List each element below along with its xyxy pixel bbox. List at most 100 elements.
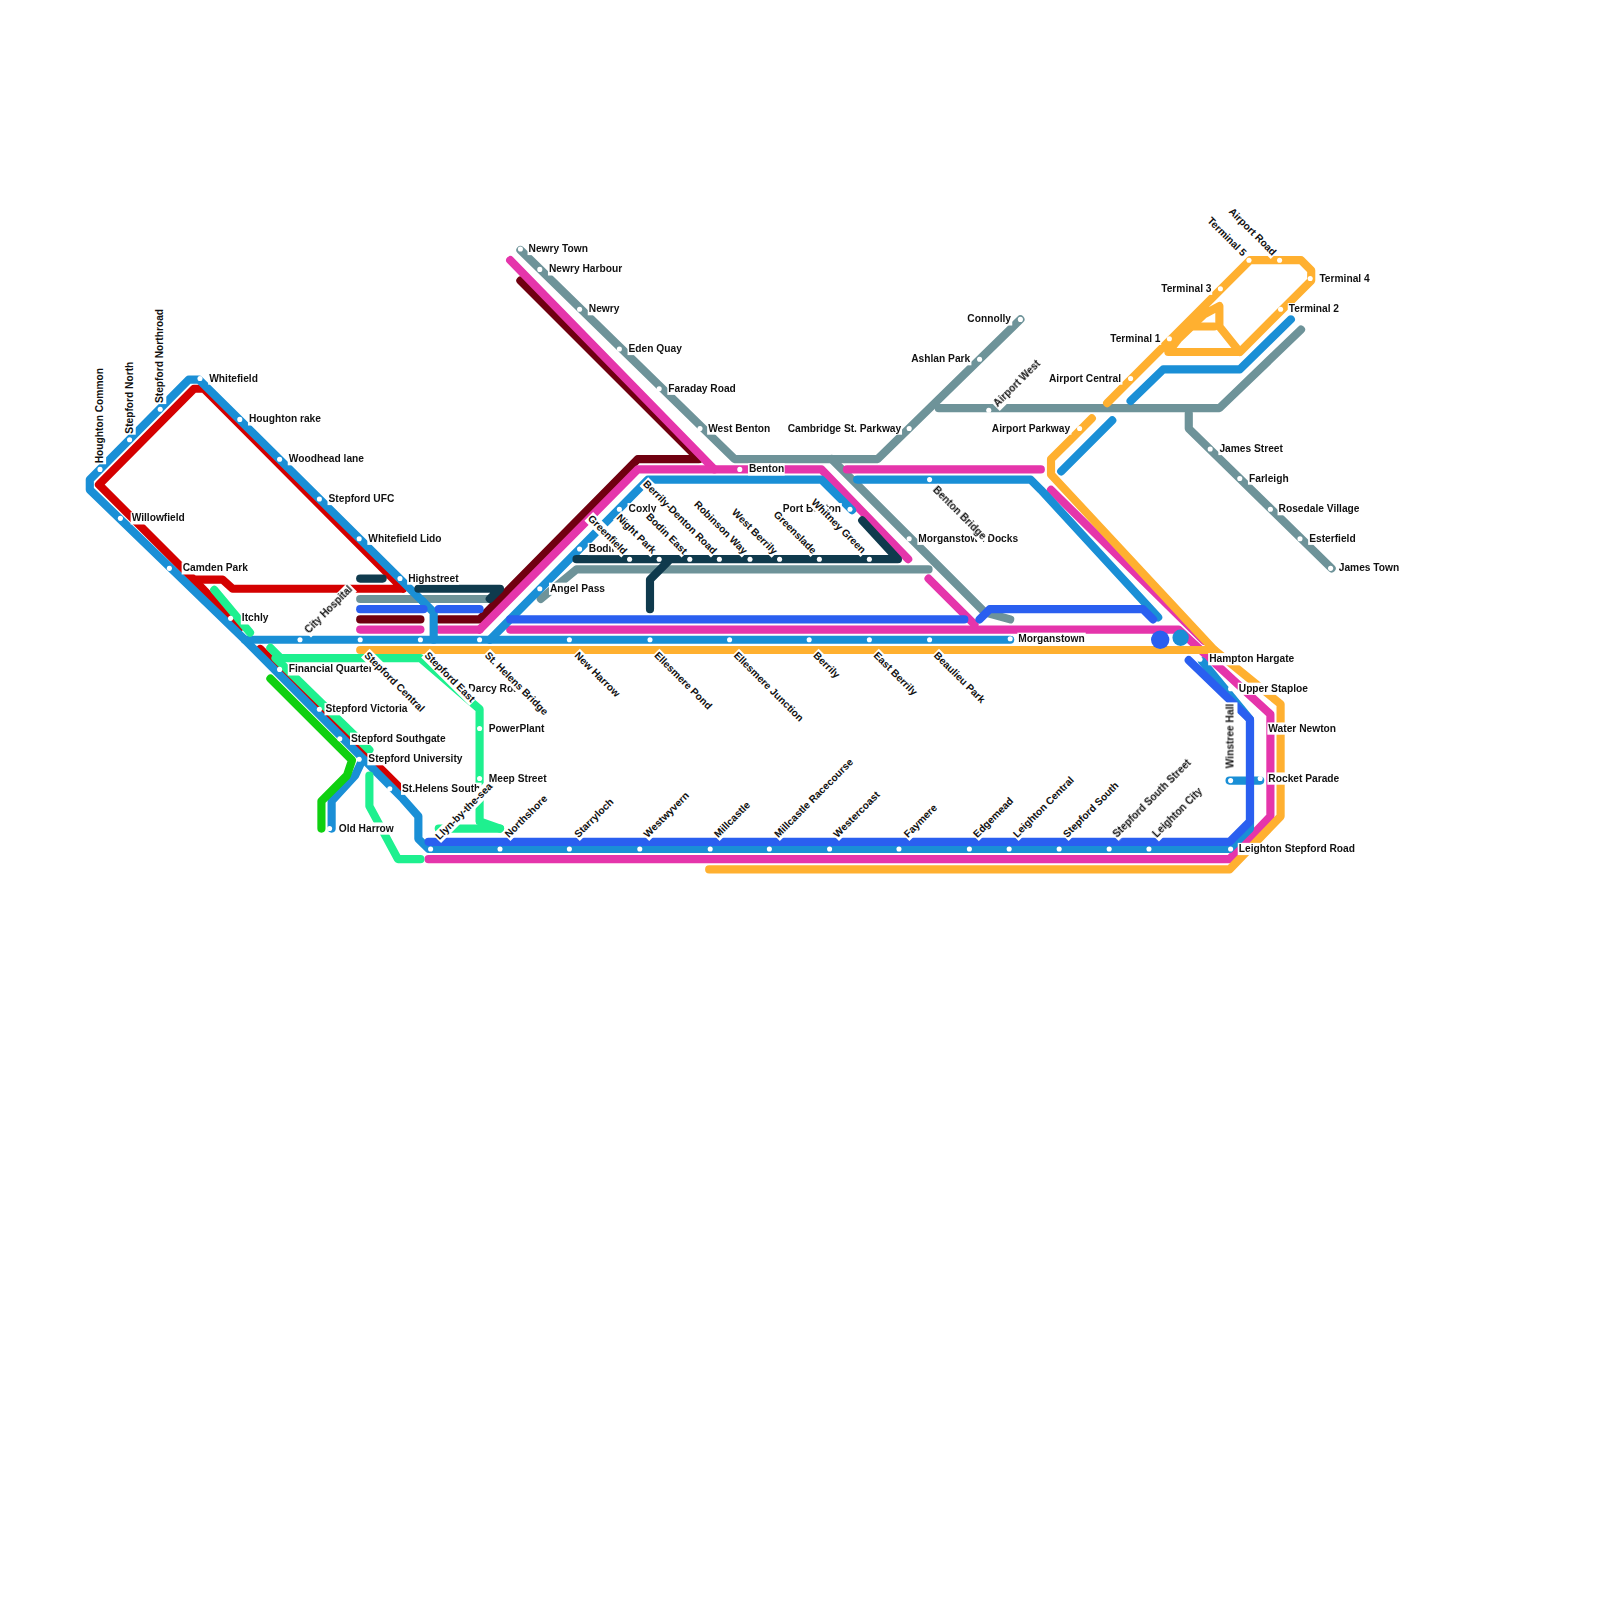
mint-line	[214, 590, 500, 859]
station-label: Hampton Hargate	[1208, 653, 1295, 665]
station-dot	[1197, 657, 1202, 662]
station-label: Airport Parkway	[991, 422, 1071, 434]
station-dot	[277, 667, 282, 672]
station-dot	[387, 786, 392, 791]
station-dot	[477, 637, 482, 642]
station-dot	[577, 307, 582, 312]
station-label: East Berrily	[870, 649, 920, 699]
station-dot	[1057, 846, 1062, 851]
station-label: Morganstown	[1017, 633, 1085, 645]
station-dot	[358, 637, 363, 642]
station-dot	[817, 557, 822, 562]
station-dot	[1018, 317, 1023, 322]
station-label: Rosedale Village	[1278, 503, 1361, 515]
magenta-line	[360, 260, 1270, 859]
station-dot	[477, 776, 482, 781]
station-dot	[237, 417, 242, 422]
station-dot	[827, 846, 832, 851]
station-dot	[1228, 846, 1233, 851]
station-dot	[118, 516, 123, 521]
station-label: Old Harrow	[338, 822, 395, 834]
station-label: Edgemead	[970, 794, 1017, 841]
station-label: Stepford East	[421, 649, 478, 706]
station-dot	[317, 496, 322, 501]
station-dot	[867, 637, 872, 642]
station-label: Upper Staploe	[1238, 683, 1309, 695]
station-dots	[97, 246, 1333, 851]
station-label: Leighton Stepford Road	[1238, 843, 1356, 855]
station-label: Camden Park	[182, 562, 249, 574]
station-label: Terminal 1	[1109, 333, 1161, 345]
station-label: Stepford University	[367, 753, 463, 765]
station-label: Esterfield	[1308, 533, 1357, 545]
grey-line	[360, 250, 1331, 619]
station-dot	[317, 707, 322, 712]
station-label: West Benton	[707, 422, 771, 434]
station-label: Itchly	[241, 612, 270, 624]
station-label: Westwyvern	[641, 789, 693, 841]
station-dot	[697, 426, 702, 431]
station-dot	[158, 407, 163, 412]
orange-line	[360, 260, 1311, 869]
station-dot	[847, 507, 852, 512]
station-dot	[1308, 276, 1313, 281]
station-label: Ashlan Park	[910, 353, 971, 365]
station-dot	[907, 536, 912, 541]
station-dot	[807, 637, 812, 642]
station-dot	[1277, 258, 1282, 263]
station-dot	[228, 616, 233, 621]
station-dot	[127, 437, 132, 442]
station-dot	[537, 267, 542, 272]
station-label: Water Newton	[1267, 722, 1337, 734]
station-label: Whitefield Lido	[367, 533, 442, 545]
station-label: James Street	[1218, 443, 1284, 455]
station-dot	[1297, 536, 1302, 541]
station-label: Berrily	[810, 649, 843, 682]
station-dot	[167, 566, 172, 571]
station-label: Faraday Road	[667, 383, 737, 395]
station-dot	[1328, 566, 1333, 571]
station-dot	[1268, 507, 1273, 512]
station-dot	[1107, 846, 1112, 851]
station-label: Woodhead lane	[288, 453, 365, 465]
station-label: Financial Quarter	[288, 663, 374, 675]
station-label: James Town	[1338, 562, 1401, 574]
station-dot	[1228, 778, 1233, 783]
station-dot	[1128, 376, 1133, 381]
station-dot	[537, 586, 542, 591]
station-dot	[907, 426, 912, 431]
station-label: Cambridge St. Parkway	[787, 422, 902, 434]
station-dot	[357, 757, 362, 762]
station-label: Newry	[588, 303, 621, 315]
station-dot	[747, 557, 752, 562]
station-label: Faymere	[901, 801, 941, 841]
station-dot	[497, 846, 502, 851]
station-dot	[567, 637, 572, 642]
station-dot	[197, 376, 202, 381]
station-dot	[777, 557, 782, 562]
station-dot	[277, 457, 282, 462]
station-dot	[867, 557, 872, 562]
maroon-line	[360, 281, 699, 620]
station-dot	[397, 576, 402, 581]
station-dot	[1237, 476, 1242, 481]
station-label: Willowfield	[131, 512, 186, 524]
station-label: New Harrow	[571, 649, 623, 701]
station-dot	[418, 637, 423, 642]
station-dot	[727, 637, 732, 642]
station-label: Stepford Northroad	[154, 308, 166, 404]
interchange-dot	[1172, 630, 1188, 646]
station-dot	[1007, 846, 1012, 851]
station-dot	[1077, 426, 1082, 431]
station-label: Stepford Victoria	[324, 703, 408, 715]
station-dot	[1228, 686, 1233, 691]
station-label: Angel Pass	[549, 583, 606, 595]
station-dot	[1208, 446, 1213, 451]
station-label: Ellesmere Junction	[730, 649, 806, 725]
station-dot	[927, 477, 932, 482]
station-label: Airport Central	[1048, 372, 1122, 384]
station-dot	[708, 846, 713, 851]
station-label: Newry Town	[528, 243, 589, 255]
station-dot	[627, 557, 632, 562]
